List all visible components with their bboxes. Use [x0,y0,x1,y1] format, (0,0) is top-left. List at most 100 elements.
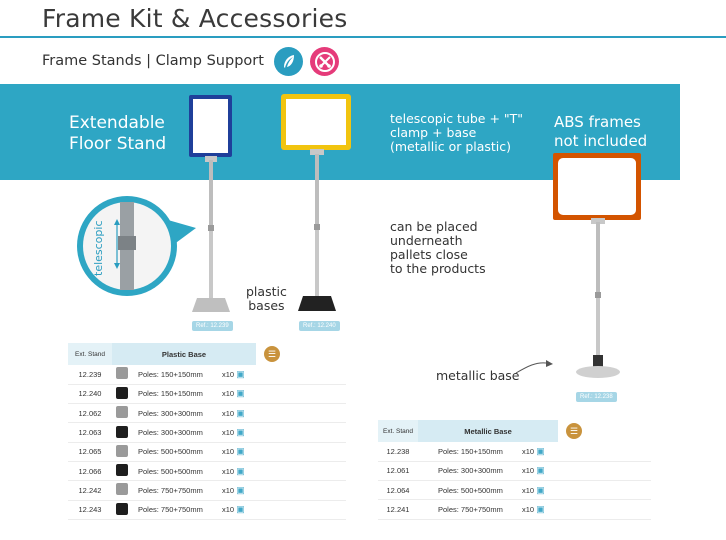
row-ref: 12.240 [68,384,112,405]
note-line: underneath [390,233,463,248]
band-heading-line: Floor Stand [69,134,167,154]
row-empty [256,461,346,482]
table-row: 12.239 Poles: 150+150mm x10 ▣ [68,365,346,385]
row-pack: x10 ▣ [518,461,558,482]
row-pack: x10 ▣ [218,422,256,443]
placement-note: can be placed underneath pallets close t… [390,220,486,276]
row-pack: x10 ▣ [518,442,558,462]
column-header-pack: ☰ [558,420,651,442]
box-icon: ▣ [236,368,245,379]
box-icon: ▣ [236,388,245,399]
stand-orange-frame [553,153,641,378]
row-pack: x10 ▣ [218,480,256,501]
row-ref: 12.061 [378,461,418,482]
row-qty: x10 [222,485,235,495]
stand-blue-frame [189,95,232,312]
box-icon: ▣ [236,484,245,495]
box-icon: ▣ [236,427,245,438]
row-empty [558,499,651,520]
color-swatch [112,480,134,501]
row-description: Poles: 750+750mm [418,499,518,520]
swatch [116,386,128,399]
box-icon: ▣ [236,446,245,457]
box-icon: ▣ [536,504,545,515]
row-description: Poles: 300+300mm [418,461,518,482]
description-line: (metallic or plastic) [390,139,512,154]
row-description: Poles: 300+300mm [134,403,218,424]
row-qty: x10 [222,505,235,515]
row-empty [256,480,346,501]
column-header-ref: Ext. Stand [378,420,418,442]
metallic-base-label: metallic base [436,368,520,383]
label-line: bases [248,298,285,313]
row-empty [256,365,346,385]
row-pack: x10 ▣ [218,384,256,405]
abs-note-line: ABS frames [554,113,641,131]
table-header: Ext. Stand Plastic Base ☰ [68,343,346,365]
swatch [116,367,128,380]
row-qty: x10 [522,466,535,476]
swatch [116,483,128,496]
color-swatch [112,500,134,520]
row-ref: 12.065 [68,442,112,462]
row-ref: 12.238 [378,442,418,462]
swatch [116,464,128,477]
row-ref: 12.243 [68,500,112,520]
abs-note: ABS frames not included [554,113,647,151]
telescopic-zoom-callout [77,196,196,296]
row-ref: 12.239 [68,365,112,385]
note-line: to the products [390,261,486,276]
row-ref: 12.062 [68,403,112,424]
row-description: Poles: 500+500mm [134,461,218,482]
row-pack: x10 ▣ [218,442,256,462]
color-swatch [112,403,134,424]
color-swatch [112,461,134,482]
cutlery-icon: ☰ [566,423,582,439]
title-divider [0,36,726,38]
color-swatch [112,365,134,385]
column-header-pack: ☰ [256,343,346,365]
plastic-bases-label: plastic bases [246,285,287,313]
label-line: plastic [246,284,287,299]
ref-badge: Ref.: 12.239 [192,321,233,331]
row-description: Poles: 750+750mm [134,480,218,501]
column-header-description: Plastic Base [112,343,256,365]
ref-badge: Ref.: 12.240 [299,321,340,331]
row-pack: x10 ▣ [518,480,558,501]
swatch [116,425,128,438]
row-ref: 12.066 [68,461,112,482]
row-empty [558,442,651,462]
row-empty [256,403,346,424]
row-description: Poles: 150+150mm [134,365,218,385]
row-description: Poles: 300+300mm [134,422,218,443]
row-empty [256,384,346,405]
abs-note-line: not included [554,132,648,150]
row-ref: 12.241 [378,499,418,520]
no-tools-icon [310,47,339,76]
description-line: telescopic tube + "T" [390,111,524,126]
row-qty: x10 [222,369,235,379]
band-heading: Extendable Floor Stand [69,113,166,155]
note-line: can be placed [390,219,478,234]
row-description: Poles: 150+150mm [134,384,218,405]
row-qty: x10 [222,389,235,399]
table-header: Ext. Stand Metallic Base ☰ [378,420,651,442]
box-icon: ▣ [536,484,545,495]
box-icon: ▣ [536,445,545,456]
feather-icon [274,47,303,76]
row-description: Poles: 150+150mm [418,442,518,462]
row-qty: x10 [222,466,235,476]
row-qty: x10 [522,485,535,495]
row-description: Poles: 500+500mm [418,480,518,501]
swatch [116,444,128,457]
row-empty [558,480,651,501]
row-pack: x10 ▣ [218,500,256,520]
row-empty [256,442,346,462]
